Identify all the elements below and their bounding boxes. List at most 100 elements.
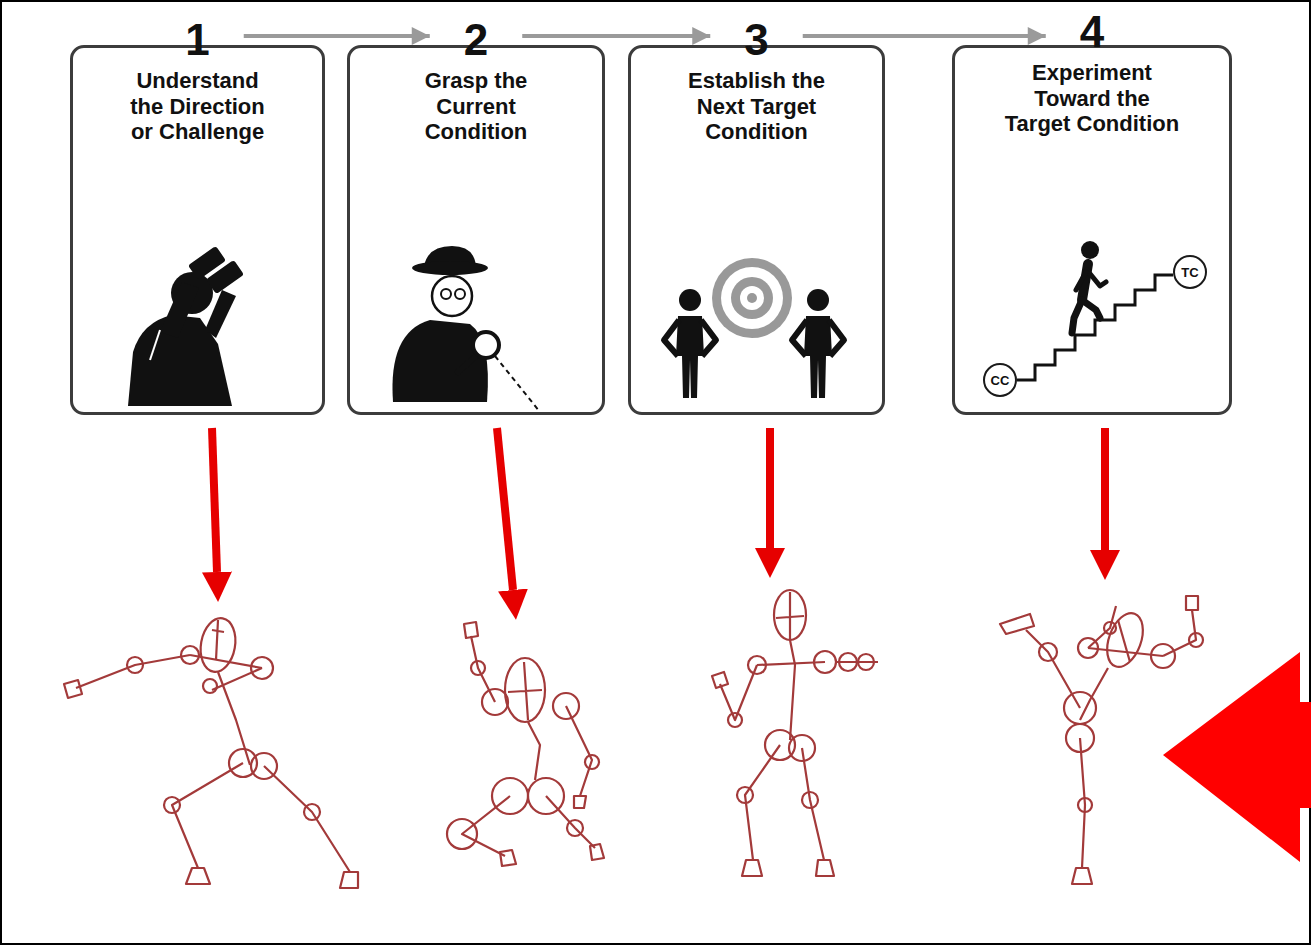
stick-figure [728, 713, 742, 727]
step-number: 3 [744, 18, 768, 62]
binoculars-man-icon [150, 330, 160, 360]
binoculars-man-icon [160, 282, 199, 338]
target-icon [740, 286, 764, 310]
step-title: Experiment Toward the Target Condition [999, 60, 1185, 137]
detective-icon [441, 289, 451, 299]
stick-figure [447, 622, 604, 866]
process-box: CCTC4Experiment Toward the Target Condit… [952, 45, 1232, 415]
step-number: 4 [1080, 10, 1104, 54]
stick-figure [64, 680, 82, 698]
stick-figure [790, 640, 795, 740]
step-title: Understand the Direction or Challenge [123, 68, 273, 145]
stick-figure [1088, 606, 1116, 648]
stairs-icon [1017, 275, 1173, 380]
stick-figure [585, 755, 599, 769]
detective-icon [392, 246, 540, 412]
stick-figure [1078, 798, 1092, 812]
stick-figure [858, 654, 874, 670]
stick-figure [1118, 620, 1130, 662]
target-icon [747, 293, 757, 303]
target-icon [712, 258, 792, 338]
target-icon [712, 258, 792, 338]
stick-figure [816, 860, 834, 876]
process-box: 2Grasp the Current Condition [347, 45, 605, 415]
stick-figure [776, 592, 804, 640]
binoculars-man-icon [206, 260, 244, 294]
step-title: Grasp the Current Condition [416, 68, 536, 145]
stick-figure [1000, 614, 1034, 634]
red-arrow [497, 428, 513, 590]
target-icon [731, 277, 773, 319]
stick-figure [212, 620, 224, 660]
detective-icon [455, 289, 465, 299]
stick-figure [1026, 630, 1080, 708]
climber-icon [1072, 300, 1082, 333]
stick-figure [1000, 596, 1203, 884]
stick-figure [264, 766, 350, 872]
detective-icon [412, 261, 488, 275]
big-red-arrow [1163, 652, 1311, 862]
person-icon [804, 316, 832, 398]
person-icon [701, 320, 716, 356]
stick-figure [464, 622, 478, 638]
stick-figure [745, 745, 780, 860]
stick-figure [737, 787, 753, 803]
climber-icon [1072, 241, 1106, 333]
detective-icon [432, 276, 472, 316]
climber-icon [1082, 300, 1100, 318]
binoculars-man-icon [205, 290, 236, 338]
stick-figure [203, 679, 217, 693]
stick-figure [590, 844, 604, 860]
stick-figure [814, 651, 836, 673]
stairs-icon [1017, 275, 1173, 380]
person-icon [792, 289, 844, 398]
person-icon [664, 289, 716, 398]
stick-figure [802, 748, 824, 860]
stick-figure [1080, 668, 1108, 720]
stick-figure [505, 658, 545, 722]
stick-figure [1189, 633, 1203, 647]
stick-figure [742, 860, 762, 876]
stick-figure [1104, 622, 1116, 634]
step-arrow [522, 34, 710, 38]
stick-figure [500, 850, 516, 866]
climber-icon [1076, 272, 1086, 290]
stick-figure [774, 590, 806, 640]
person-icon [792, 320, 807, 356]
stick-figure [164, 797, 180, 813]
step-title: Establish the Next Target Condition [682, 68, 832, 145]
target-icon [721, 267, 783, 329]
step-number: 1 [185, 18, 209, 62]
person-icon [676, 316, 704, 398]
person-icon [829, 320, 844, 356]
stick-figure [508, 662, 542, 720]
climber-icon [1087, 270, 1106, 286]
binoculars-man-icon [128, 246, 244, 406]
stick-figure [172, 763, 243, 868]
condition-circle: CC [983, 363, 1017, 397]
stick-figure [1100, 608, 1149, 672]
climber-icon [1081, 241, 1099, 259]
step-arrow [244, 34, 430, 38]
condition-circle: TC [1173, 255, 1207, 289]
step-number: 2 [464, 18, 488, 62]
stick-figure [1088, 648, 1163, 656]
person-icon [807, 289, 829, 311]
red-arrow [212, 428, 217, 572]
stick-figure [304, 804, 320, 820]
stick-figure [1039, 643, 1057, 661]
stick-figure [546, 796, 595, 848]
stick-figure [64, 615, 358, 888]
detective-icon [458, 356, 476, 372]
stick-figure [197, 615, 240, 674]
detective-icon [473, 332, 499, 358]
condition-label: TC [1181, 266, 1198, 279]
detective-icon [495, 356, 540, 412]
stick-figure [181, 646, 199, 664]
stick-figure [712, 590, 878, 876]
stick-figure [212, 668, 262, 690]
stick-figure [251, 657, 273, 679]
red-arrow [1101, 428, 1109, 550]
